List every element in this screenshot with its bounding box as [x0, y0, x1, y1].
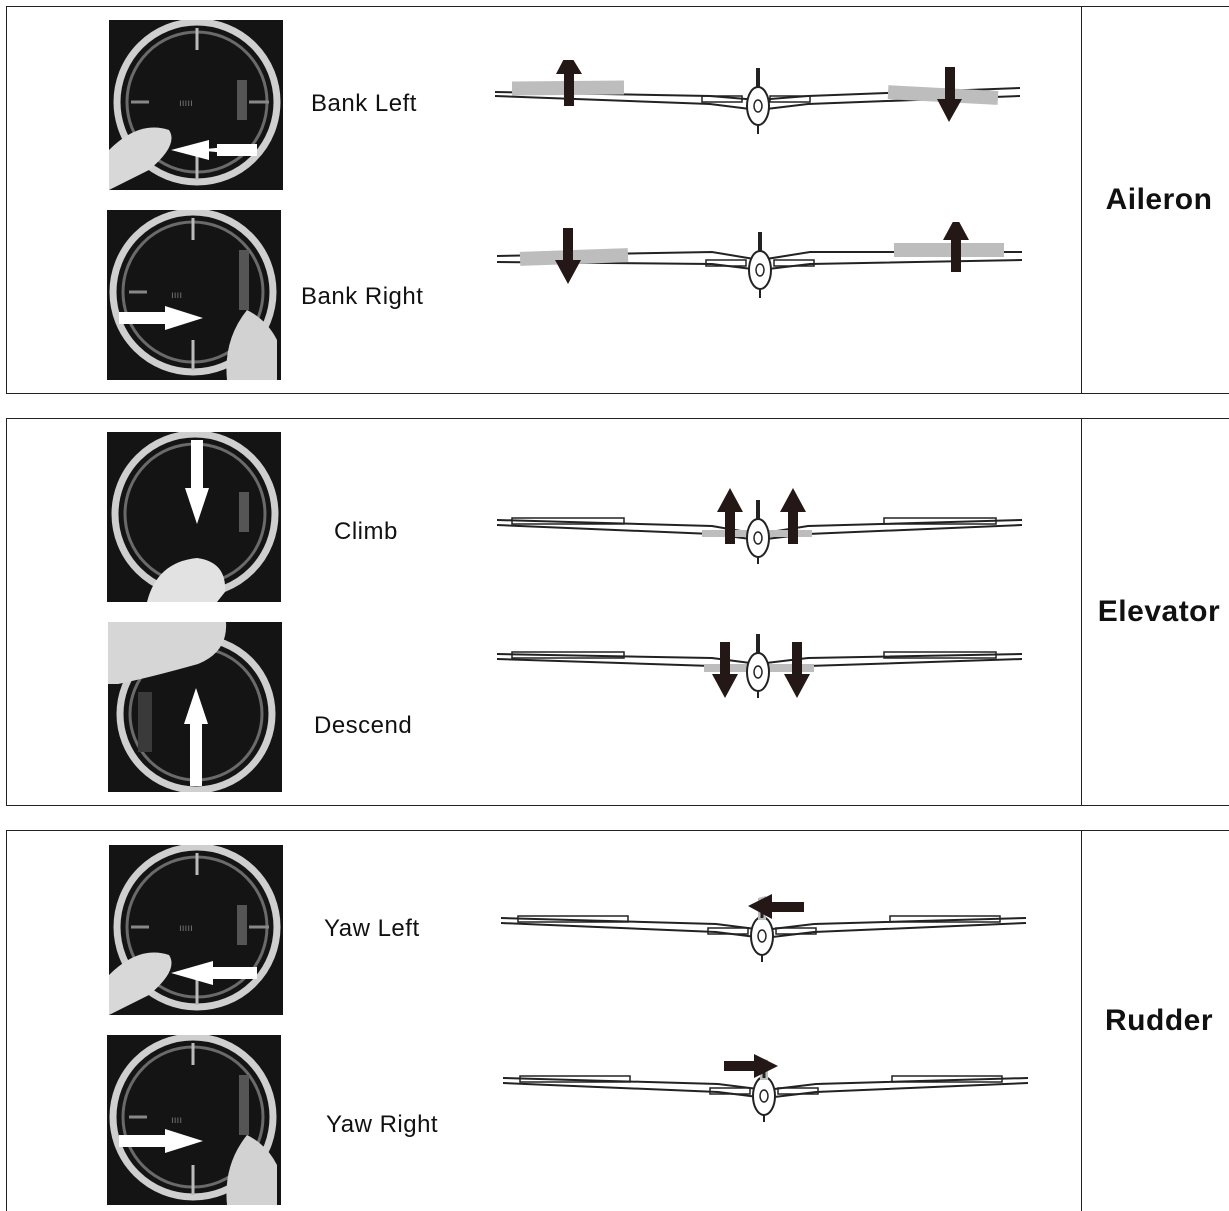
stick-photo-bank-right: ıııı — [107, 210, 281, 380]
plane-diagram-bank-right — [492, 222, 1032, 302]
stick-photo-yaw-left: ııııı — [109, 845, 283, 1015]
panel-divider — [1081, 831, 1082, 1211]
svg-text:ııııı: ııııı — [179, 98, 193, 109]
maneuver-label-descend: Descend — [314, 712, 412, 740]
svg-text:ıııı: ıııı — [171, 1115, 182, 1126]
section-label-rudder: Rudder — [1083, 1004, 1229, 1038]
stick-photo-yaw-right: ıııı — [107, 1035, 281, 1205]
svg-text:ııııı: ııııı — [179, 923, 193, 934]
maneuver-label-bank-left: Bank Left — [311, 90, 417, 118]
panel-divider — [1081, 7, 1082, 393]
section-label-aileron: Aileron — [1083, 183, 1229, 217]
plane-diagram-climb — [492, 482, 1032, 568]
maneuver-label-yaw-right: Yaw Right — [326, 1111, 438, 1139]
maneuver-label-climb: Climb — [334, 518, 398, 546]
plane-diagram-bank-left — [490, 60, 1030, 140]
section-label-elevator: Elevator — [1083, 595, 1229, 629]
plane-diagram-descend — [492, 630, 1032, 716]
svg-text:ıııı: ıııı — [171, 290, 182, 301]
maneuver-label-bank-right: Bank Right — [301, 283, 423, 311]
stick-photo-bank-left: ııııı — [109, 20, 283, 190]
stick-photo-descend — [108, 622, 282, 792]
stick-photo-climb — [107, 432, 281, 602]
maneuver-label-yaw-left: Yaw Left — [324, 915, 420, 943]
plane-diagram-yaw-right — [498, 1046, 1038, 1126]
panel-divider — [1081, 419, 1082, 805]
plane-diagram-yaw-left — [496, 886, 1036, 966]
